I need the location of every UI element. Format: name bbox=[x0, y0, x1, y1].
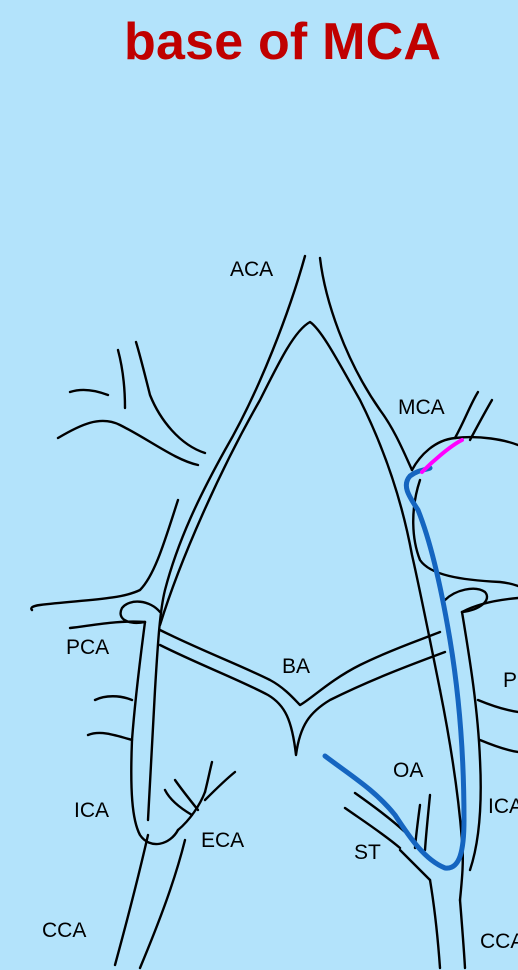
left-cca-inner bbox=[140, 840, 185, 968]
label-mca: MCA bbox=[398, 396, 445, 419]
label-st: ST bbox=[354, 841, 381, 864]
left-pca-upper bbox=[31, 500, 178, 610]
left-pca-lower bbox=[70, 622, 145, 628]
right-ica-branch bbox=[478, 700, 518, 712]
label-cca-right: CCA bbox=[480, 930, 518, 953]
label-ba: BA bbox=[282, 655, 310, 678]
left-eca-branch-a bbox=[205, 762, 212, 792]
left-mca-branch-upper bbox=[136, 342, 205, 453]
target-segment bbox=[422, 440, 462, 472]
right-cca-outer bbox=[430, 880, 440, 968]
label-eca: ECA bbox=[201, 829, 244, 852]
label-aca: ACA bbox=[230, 258, 273, 281]
label-ica-right: ICA bbox=[488, 795, 518, 818]
label-oa: OA bbox=[393, 759, 423, 782]
left-mca-branch-lower bbox=[58, 421, 198, 465]
right-pca-loop bbox=[445, 589, 487, 612]
right-oa-2 bbox=[425, 795, 430, 850]
aca-right-wall bbox=[320, 258, 412, 470]
left-pca-loop bbox=[121, 602, 160, 623]
right-mca-twig2 bbox=[470, 400, 492, 440]
left-mca-branch-twig2 bbox=[70, 390, 108, 395]
left-eca-trunk bbox=[178, 792, 205, 830]
right-ica-branch-2 bbox=[480, 740, 518, 752]
label-pca-right: P bbox=[503, 669, 517, 692]
left-eca-branch-d bbox=[165, 790, 192, 815]
aca-left-wall bbox=[148, 256, 305, 820]
left-ica-branch-2 bbox=[88, 733, 132, 740]
left-ica-outer bbox=[131, 622, 178, 844]
label-cca-left: CCA bbox=[42, 919, 86, 942]
left-mca-branch-twig bbox=[118, 350, 125, 408]
label-pca-left: PCA bbox=[66, 636, 109, 659]
label-ica-left: ICA bbox=[74, 799, 109, 822]
left-ica-branch-1 bbox=[95, 696, 132, 700]
right-mca-inner bbox=[413, 480, 518, 586]
aca-inner-loop bbox=[160, 322, 440, 690]
right-cca-inner bbox=[460, 900, 465, 968]
left-cca-outer bbox=[115, 835, 148, 965]
